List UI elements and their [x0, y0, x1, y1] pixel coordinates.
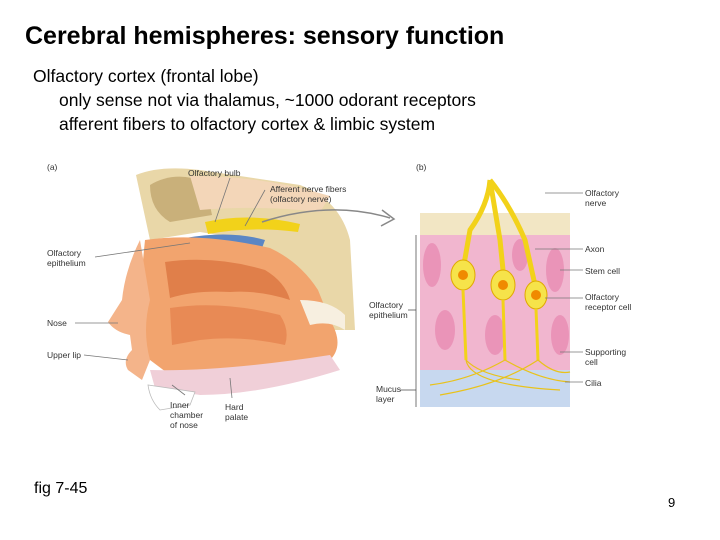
- bullet-thalamus: only sense not via thalamus, ~1000 odora…: [59, 90, 476, 110]
- panel-a-tag: (a): [47, 162, 58, 172]
- label-cilia: Cilia: [585, 378, 602, 388]
- label-hard-palate: Hard palate: [225, 402, 249, 422]
- label-receptor-cell: Olfactory receptor cell: [585, 292, 632, 312]
- page-number: 9: [668, 495, 676, 510]
- label-upper-lip: Upper lip: [47, 350, 82, 360]
- label-stem-cell: Stem cell: [585, 266, 620, 276]
- label-olfactory-bulb: Olfactory bulb: [188, 168, 241, 178]
- panel-b-tag: (b): [416, 162, 427, 172]
- label-inner-chamber: Inner chamber of nose: [170, 400, 204, 430]
- label-afferent-fibers: Afferent nerve fibers (olfactory nerve): [270, 184, 347, 204]
- label-nose: Nose: [47, 318, 67, 328]
- panel-a-illustration: [75, 168, 396, 411]
- bullet-afferent-fibers: afferent fibers to olfactory cortex & li…: [59, 114, 436, 134]
- label-supporting-cell: Supporting cell: [585, 347, 627, 367]
- label-olfactory-epithelium-a: Olfactory epithelium: [47, 248, 86, 268]
- label-olfactory-epithelium-b: Olfactory epithelium: [369, 300, 408, 320]
- label-mucus-layer: Mucus layer: [376, 384, 402, 404]
- label-olfactory-nerve: Olfactory nerve: [585, 188, 620, 208]
- slide-title: Cerebral hemispheres: sensory function: [25, 22, 505, 50]
- bullet-olfactory-cortex: Olfactory cortex (frontal lobe): [33, 66, 259, 86]
- panel-b-illustration: [400, 178, 583, 407]
- label-axon: Axon: [585, 244, 605, 254]
- figure-caption: fig 7-45: [34, 480, 88, 497]
